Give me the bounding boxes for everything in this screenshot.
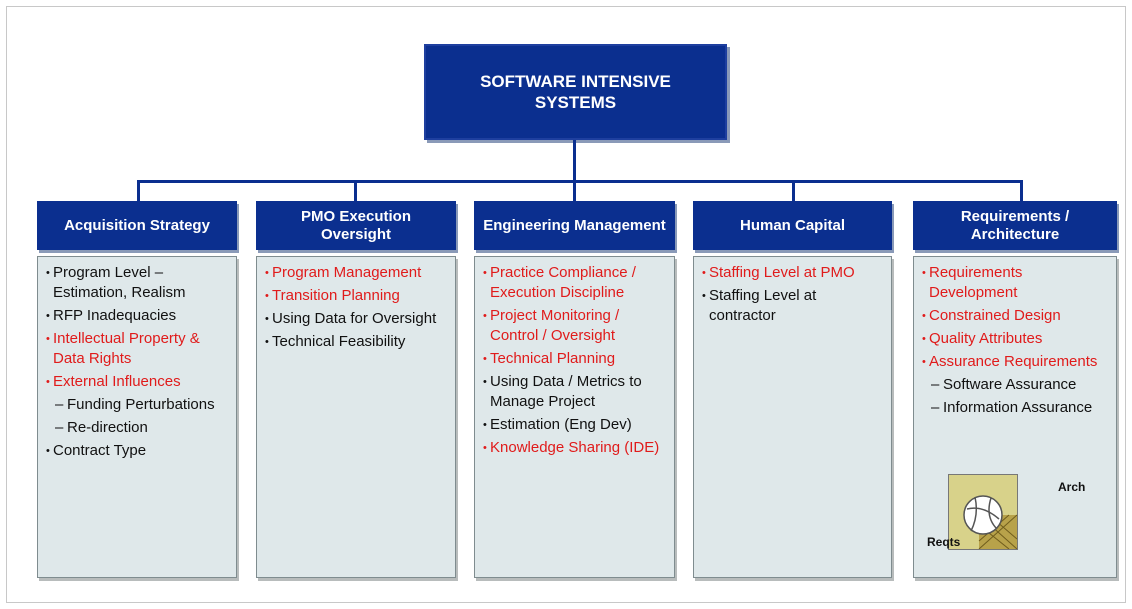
item-list: Requirements DevelopmentConstrained Desi… (922, 263, 1110, 418)
column-body-1: Program Level – Estimation, RealismRFP I… (37, 256, 237, 578)
column-header-label: PMO Execution Oversight (300, 207, 412, 243)
column-header-label: Requirements / Architecture (960, 207, 1070, 243)
list-item: Constrained Design (922, 306, 1110, 326)
sub-list-item: Funding Perturbations (46, 395, 230, 415)
list-item: Staffing Level at PMO (702, 263, 885, 283)
connector-col-4 (792, 180, 795, 201)
list-item: Technical Planning (483, 349, 668, 369)
column-header-label: Engineering Management (483, 216, 666, 234)
column-header-2: PMO Execution Oversight (256, 201, 456, 250)
list-item: Estimation (Eng Dev) (483, 415, 668, 435)
sub-list-item: Information Assurance (922, 398, 1110, 418)
list-item: Staffing Level at contractor (702, 286, 885, 326)
list-item: Knowledge Sharing (IDE) (483, 438, 668, 458)
column-body-4: Staffing Level at PMO Staffing Level at c… (693, 256, 892, 578)
connector-col-5 (1020, 180, 1023, 201)
connector-col-1 (137, 180, 140, 201)
list-item: Requirements Development (922, 263, 1110, 303)
item-list: Program ManagementTransition PlanningUsi… (265, 263, 449, 352)
list-item: Technical Feasibility (265, 332, 449, 352)
list-item: Using Data / Metrics to Manage Project (483, 372, 668, 412)
column-body-2: Program ManagementTransition PlanningUsi… (256, 256, 456, 578)
reqts-label: Reqts (927, 535, 961, 549)
item-list: Practice Compliance / Execution Discipli… (483, 263, 668, 458)
arch-label: Arch (1058, 480, 1086, 494)
connector-vertical-root (573, 140, 576, 181)
list-item: Using Data for Oversight (265, 309, 449, 329)
list-item: Intellectual Property & Data Rights (46, 329, 230, 369)
list-item: RFP Inadequacies (46, 306, 230, 326)
column-body-3: Practice Compliance / Execution Discipli… (474, 256, 675, 578)
column-header-5: Requirements / Architecture (913, 201, 1117, 250)
item-list: Program Level – Estimation, RealismRFP I… (46, 263, 230, 461)
column-header-label: Acquisition Strategy (64, 216, 210, 234)
sub-list-item: Software Assurance (922, 375, 1110, 395)
list-item: Program Management (265, 263, 449, 283)
column-header-label: Human Capital (739, 216, 845, 234)
connector-horizontal (137, 180, 1023, 183)
root-box: SOFTWARE INTENSIVE SYSTEMS (424, 44, 727, 140)
sub-list-item: Re-direction (46, 418, 230, 438)
list-item: Quality Attributes (922, 329, 1110, 349)
list-item: External Influences (46, 372, 230, 392)
root-title: SOFTWARE INTENSIVE SYSTEMS (480, 72, 671, 112)
list-item: Practice Compliance / Execution Discipli… (483, 263, 668, 303)
connector-col-3 (573, 180, 576, 201)
item-list: Staffing Level at PMO Staffing Level at c… (702, 263, 885, 326)
list-item: Transition Planning (265, 286, 449, 306)
column-header-1: Acquisition Strategy (37, 201, 237, 250)
list-item: Contract Type (46, 441, 230, 461)
connector-col-2 (354, 180, 357, 201)
column-header-3: Engineering Management (474, 201, 675, 250)
column-header-4: Human Capital (693, 201, 892, 250)
list-item: Project Monitoring / Control / Oversight (483, 306, 668, 346)
list-item: Program Level – Estimation, Realism (46, 263, 230, 303)
volleyball-net-icon (948, 474, 1018, 550)
list-item: Assurance Requirements (922, 352, 1110, 372)
